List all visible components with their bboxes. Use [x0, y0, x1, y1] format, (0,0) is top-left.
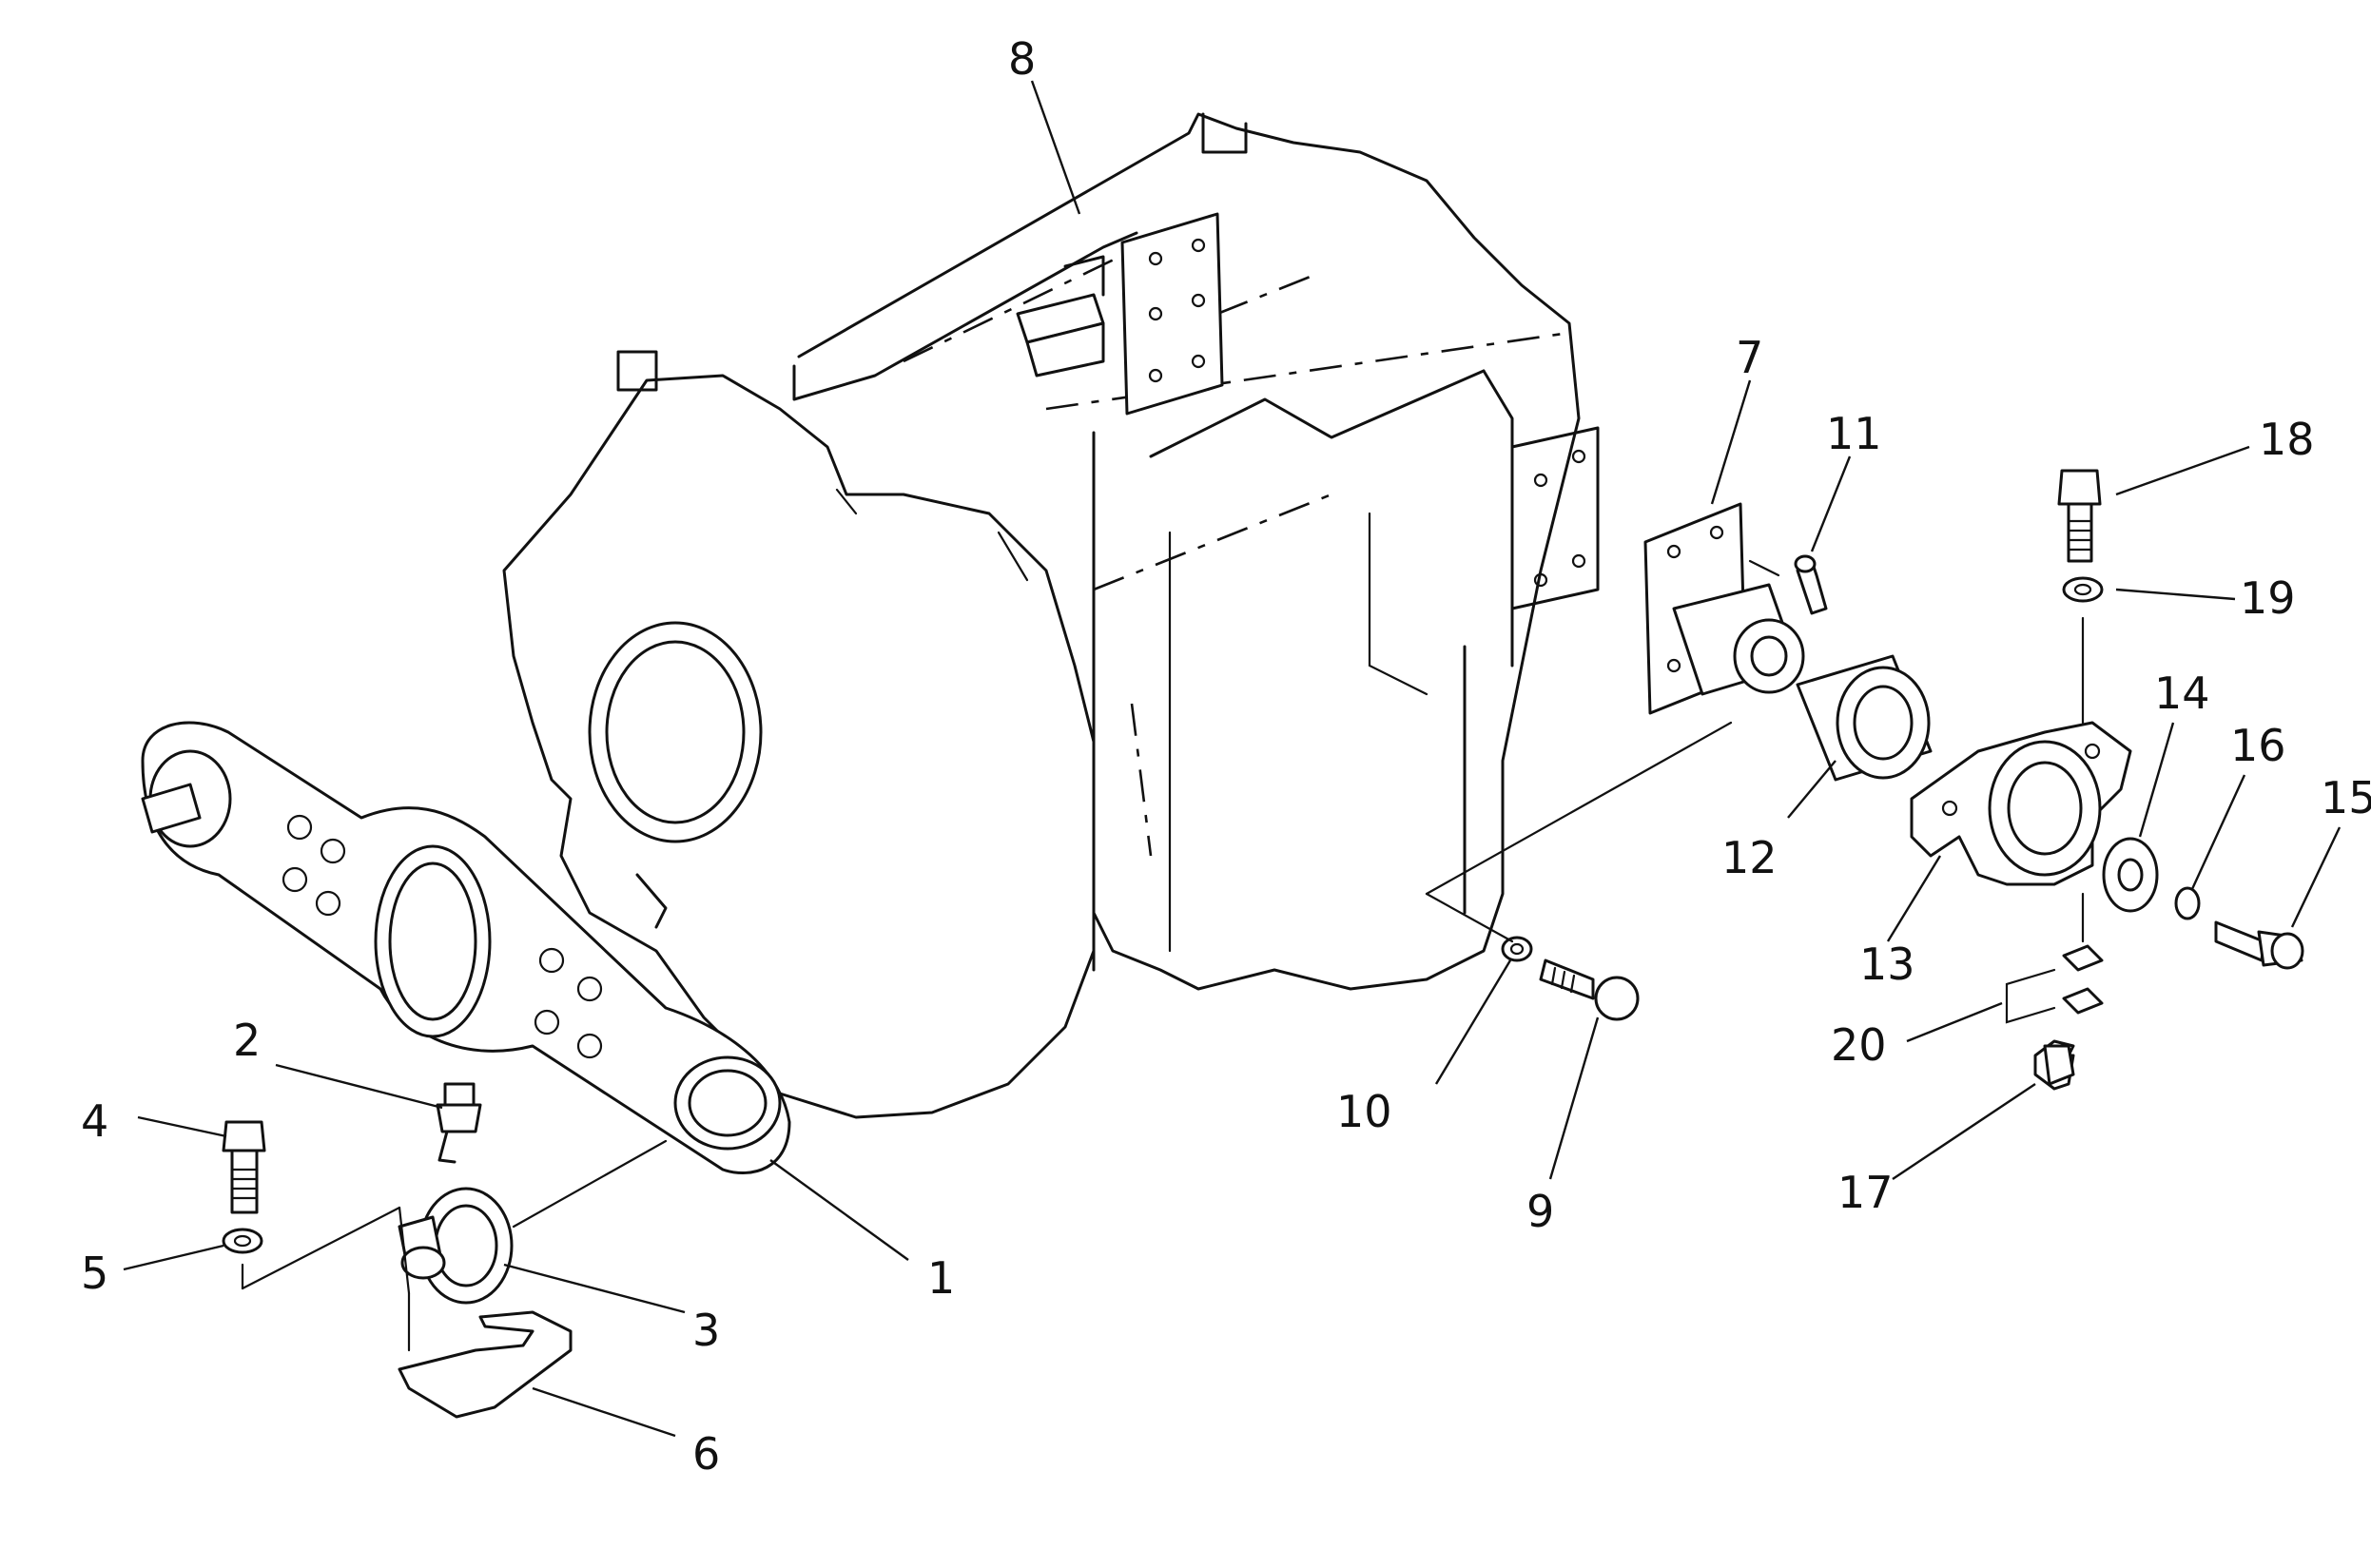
- transmission-housing: [502, 112, 1600, 1119]
- part-9-bolt: [1539, 958, 1640, 1021]
- part-16-washer: [2174, 886, 2201, 920]
- part-4-bolt: [222, 1120, 266, 1214]
- callout-3: 3: [692, 1305, 720, 1356]
- part-1-mounting-arm: [141, 721, 791, 1174]
- part-10-washer: [1501, 936, 1533, 962]
- part-2-grease-fitting: [436, 1082, 482, 1164]
- part-3-bushing: [398, 1187, 514, 1305]
- callout-16: 16: [2230, 720, 2286, 771]
- part-15-bolt: [2214, 920, 2304, 970]
- part-18-bolt: [2057, 469, 2102, 563]
- callout-10: 10: [1336, 1086, 1392, 1137]
- callout-4: 4: [81, 1095, 108, 1147]
- callout-17: 17: [1837, 1167, 1894, 1218]
- callout-15: 15: [2321, 772, 2371, 823]
- leader-lines: [123, 80, 2342, 1438]
- part-17-shim-plate: [2033, 1039, 2075, 1091]
- part-8-bracket: [1016, 212, 1224, 416]
- callout-8: 8: [1008, 33, 1036, 85]
- callout-7: 7: [1736, 332, 1763, 383]
- part-20-shims: [2062, 944, 2104, 1015]
- callout-14: 14: [2154, 668, 2210, 719]
- callout-20: 20: [1831, 1019, 1887, 1071]
- part-13-cap: [1910, 721, 2132, 886]
- part-12-sleeve: [1796, 654, 1933, 782]
- part-14-spacer: [2102, 837, 2159, 913]
- callout-5: 5: [81, 1248, 108, 1299]
- callout-numbers: 8 7 11 18 19 14 16 15 12 13 20 17 10 9 1…: [81, 33, 2371, 1480]
- callout-6: 6: [692, 1428, 720, 1480]
- callout-18: 18: [2259, 414, 2315, 465]
- part-7-pin-plate: [1643, 502, 1805, 715]
- part-19-washer: [2062, 576, 2104, 603]
- callout-1: 1: [927, 1252, 955, 1304]
- callout-9: 9: [1526, 1186, 1554, 1237]
- callout-11: 11: [1826, 408, 1882, 459]
- part-11-dowel-pin: [1794, 554, 1828, 615]
- part-5-washer: [222, 1228, 263, 1254]
- assembly-lines: [241, 559, 2085, 1352]
- callout-13: 13: [1859, 939, 1915, 990]
- callout-19: 19: [2240, 572, 2296, 624]
- part-6-plate: [398, 1310, 573, 1419]
- callout-12: 12: [1721, 832, 1778, 883]
- callout-2: 2: [233, 1015, 261, 1066]
